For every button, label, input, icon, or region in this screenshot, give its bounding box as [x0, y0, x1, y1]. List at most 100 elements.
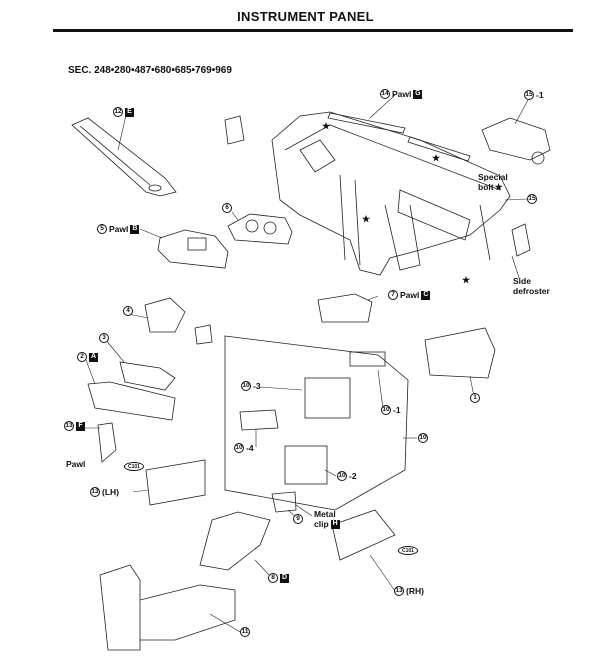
callout-number: 10 [234, 443, 244, 453]
special-bolt-label: Special bolt★ [478, 172, 508, 192]
callout-number: 5 [97, 224, 107, 234]
side-defroster-text-2: defroster [513, 286, 550, 296]
callout-number: 4 [123, 306, 133, 316]
center-console-part [99, 564, 236, 651]
glove-box-part [424, 327, 496, 379]
callout-1: 1 [470, 393, 480, 403]
callout-tag: E [125, 107, 134, 117]
section-numbers: SEC. 248•280•487•680•685•769•969 [68, 65, 232, 76]
pillar-trim-part [71, 117, 177, 197]
callout-6: 6 [222, 203, 232, 213]
metal-clip-part [271, 491, 297, 513]
lower-cover-part [119, 361, 176, 391]
defroster-grille-part [327, 112, 471, 162]
callout-suffix: -4 [246, 443, 254, 453]
star-icon: ★ [494, 182, 503, 192]
callout-15: 15 [527, 194, 537, 204]
callout-tag: F [76, 421, 85, 431]
callout-number: 10 [241, 381, 251, 391]
airbag-module-part [481, 117, 551, 165]
callout-5-pawl-B: 5 Pawl B [97, 224, 140, 234]
pawl-text: Pawl [66, 459, 86, 469]
callout-suffix: -1 [393, 405, 401, 415]
callout-number: 13 [64, 421, 74, 431]
callout-13-F: 13 F [64, 421, 85, 431]
callout-number: 3 [99, 333, 109, 343]
callout-10-3: 10 -3 [241, 381, 261, 391]
callout-suffix: -3 [253, 381, 261, 391]
callout-tag: H [330, 519, 340, 529]
side-cover-part [97, 422, 117, 463]
callout-number: 10 [418, 433, 428, 443]
callout-text: Pawl [400, 290, 420, 300]
callout-13-RH: 13 (RH) [394, 586, 424, 596]
cluster-lid-part [157, 229, 229, 269]
star-icon: ★ [462, 275, 471, 285]
clip-code-lh: C101 [124, 462, 144, 471]
callout-tag: D [280, 573, 289, 583]
page-title: INSTRUMENT PANEL [237, 9, 374, 24]
callout-12-E: 12 E [113, 107, 134, 117]
center-vent-part [317, 293, 373, 323]
audio-unit-part [239, 351, 386, 485]
side-vent-left-part [224, 115, 245, 145]
callout-tag: C [421, 290, 431, 300]
lh-cover-part [145, 459, 206, 506]
clip-code: C101 [124, 462, 144, 471]
dashboard-part [271, 111, 511, 276]
callout-14-pawl-G: 14 Pawl G [380, 89, 423, 99]
star-icon: ★ [432, 153, 441, 163]
clip-code-rh: C101 [398, 546, 418, 555]
callout-suffix: (RH) [406, 586, 424, 596]
callout-suffix: -2 [349, 471, 357, 481]
callout-text: Pawl [109, 224, 129, 234]
callout-2-A: 2 A [77, 352, 98, 362]
callout-7-pawl-C: 7 Pawl C [388, 290, 431, 300]
callout-text: Pawl [392, 89, 412, 99]
star-icon: ★ [322, 121, 331, 131]
callout-suffix: -1 [536, 90, 544, 100]
callout-number: 13 [394, 586, 404, 596]
side-defroster-text-1: Side [513, 276, 531, 286]
clip-code: C101 [398, 546, 418, 555]
callout-10: 10 [418, 433, 428, 443]
callout-number: 10 [337, 471, 347, 481]
callout-15-1: 15 -1 [524, 90, 544, 100]
callout-number: 6 [222, 203, 232, 213]
callout-number: 1 [470, 393, 480, 403]
star-icon: ★ [362, 214, 371, 224]
special-bolt-text-2: bolt [478, 182, 494, 192]
callout-number: 13 [90, 487, 100, 497]
rh-cover-part [331, 509, 396, 561]
callout-tag: G [413, 89, 423, 99]
title-rule [53, 29, 573, 32]
pawl-label: Pawl [66, 459, 85, 469]
callout-number: 11 [240, 627, 250, 637]
callout-tag: A [89, 352, 98, 362]
knee-panel-part [87, 381, 176, 421]
combination-meter-part [227, 213, 293, 245]
callout-8-D: 8 D [268, 573, 289, 583]
callout-10-4: 10 -4 [234, 443, 254, 453]
callout-number: 15 [524, 90, 534, 100]
audio-assembly-outline [224, 335, 409, 511]
metal-clip-text-1: Metal [314, 509, 336, 519]
callout-suffix: (LH) [102, 487, 119, 497]
callout-number: 8 [268, 573, 278, 583]
callout-11: 11 [240, 627, 250, 637]
metal-clip-text-2: clip [314, 519, 329, 529]
console-finisher-part [199, 511, 271, 571]
callout-13-LH: 13 (LH) [90, 487, 119, 497]
leader-lines [80, 94, 529, 633]
callout-number: 12 [113, 107, 123, 117]
side-defroster-label: Side defroster [513, 276, 550, 296]
callout-number: 9 [293, 514, 303, 524]
callout-tag: B [130, 224, 140, 234]
column-cover-part [144, 297, 213, 345]
callout-number: 15 [527, 194, 537, 204]
callout-10-2: 10 -2 [337, 471, 357, 481]
callout-10-1: 10 -1 [381, 405, 401, 415]
callout-4: 4 [123, 306, 133, 316]
